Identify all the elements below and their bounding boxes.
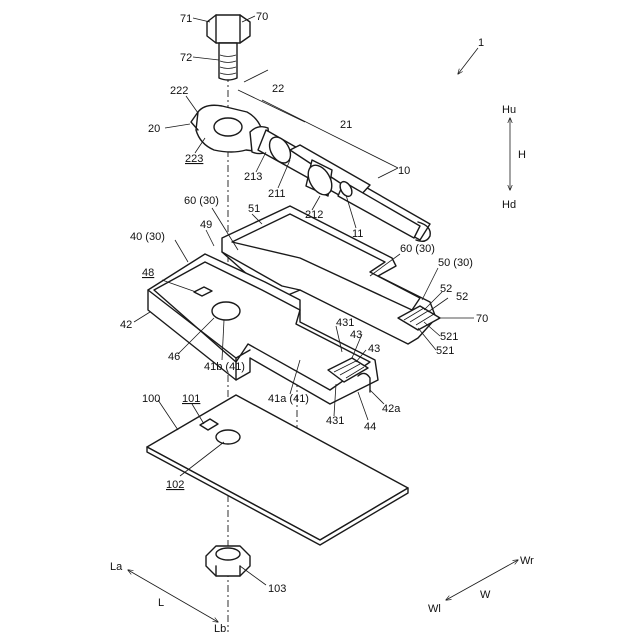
label-42a: 42a: [382, 403, 401, 415]
label-102: 102: [166, 479, 184, 491]
label-43-b: 43: [368, 343, 380, 355]
label-431-bottom: 431: [326, 415, 344, 427]
label-52-b: 52: [456, 291, 468, 303]
length-axis: [128, 570, 218, 622]
axis-label-wl: Wl: [428, 603, 441, 615]
label-71: 71: [180, 13, 192, 25]
label-60-right: 60 (30): [400, 243, 435, 255]
label-521-b: 521: [436, 345, 454, 357]
label-43-a: 43: [350, 329, 362, 341]
label-100: 100: [142, 393, 160, 405]
label-52-a: 52: [440, 283, 452, 295]
label-50: 50 (30): [438, 257, 473, 269]
label-41b: 41b (41): [204, 361, 245, 373]
label-49: 49: [200, 219, 212, 231]
axis-label-lb: Lb: [214, 623, 226, 635]
axis-label-hu: Hu: [502, 104, 516, 116]
label-212: 212: [305, 209, 323, 221]
label-41a: 41a (41): [268, 393, 309, 405]
terminal: [191, 105, 270, 153]
label-70-terminal: 70: [476, 313, 488, 325]
label-44: 44: [364, 421, 376, 433]
axis-label-hd: Hd: [502, 199, 516, 211]
label-70-bolt: 70: [256, 11, 268, 23]
label-10: 10: [398, 165, 410, 177]
nut: [206, 546, 250, 576]
axis-label-l: L: [158, 597, 164, 609]
label-211: 211: [268, 188, 286, 200]
axis-label-w: W: [480, 589, 491, 601]
label-521-a: 521: [440, 331, 458, 343]
label-60-upper: 60 (30): [184, 195, 219, 207]
label-21: 21: [340, 119, 352, 131]
axis-label-wr: Wr: [520, 555, 534, 567]
axis-label-h: H: [518, 149, 526, 161]
label-46: 46: [168, 351, 180, 363]
label-431-top: 431: [336, 317, 354, 329]
bolt: [207, 15, 250, 80]
label-11: 11: [352, 228, 363, 240]
label-22: 22: [272, 83, 284, 95]
label-222: 222: [170, 85, 188, 97]
bus-bar-plate: [147, 395, 408, 545]
label-40: 40 (30): [130, 231, 165, 243]
label-103: 103: [268, 583, 286, 595]
label-101: 101: [182, 393, 200, 405]
label-1: 1: [478, 37, 484, 49]
axis-label-la: La: [110, 561, 123, 573]
label-213: 213: [244, 171, 262, 183]
label-51: 51: [248, 203, 260, 215]
label-72: 72: [180, 52, 192, 64]
label-223: 223: [185, 153, 203, 165]
label-42: 42: [120, 319, 132, 331]
label-48: 48: [142, 267, 154, 279]
label-20: 20: [148, 123, 160, 135]
